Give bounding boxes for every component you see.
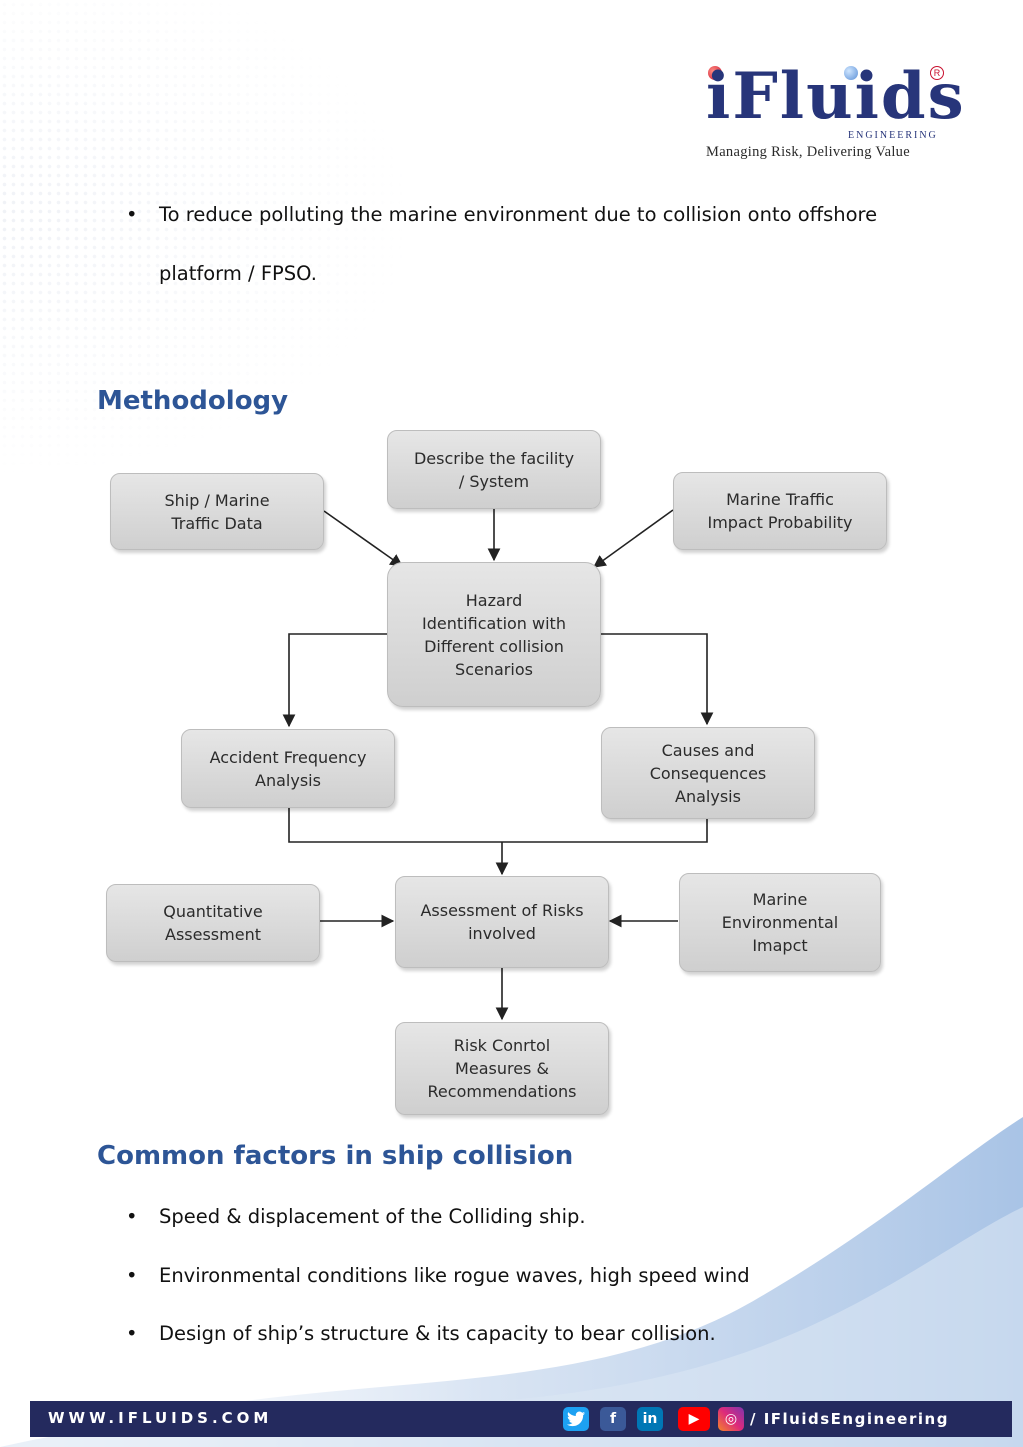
background-dot-pattern xyxy=(0,0,420,480)
box-marine-traffic-impact: Marine Traffic Impact Probability xyxy=(673,472,887,550)
twitter-icon[interactable] xyxy=(563,1407,589,1431)
registered-mark: R xyxy=(930,66,944,80)
bullet-text: To reduce polluting the marine environme… xyxy=(159,203,878,226)
logo-blue-dot xyxy=(844,66,858,80)
section-heading-methodology: Methodology xyxy=(97,386,289,416)
bullet-marker: • xyxy=(126,203,138,226)
footer-website-link[interactable]: WWW.IFLUIDS.COM xyxy=(48,1409,273,1427)
bullet-marker: • xyxy=(126,1205,138,1228)
arrow-traffic-to-hazard xyxy=(592,509,674,568)
company-logo: iFluids R ENGINEERING Managing Risk, Del… xyxy=(700,64,964,164)
box-ship-marine-traffic-data: Ship / Marine Traffic Data xyxy=(110,473,324,550)
footer-bar: WWW.IFLUIDS.COM f in ▶ ◎ / IFluidsEngine… xyxy=(30,1401,1012,1437)
box-causes-consequences: Causes and Consequences Analysis xyxy=(601,727,815,819)
bullet-text: Speed & displacement of the Colliding sh… xyxy=(159,1205,586,1228)
box-marine-environmental-impact: Marine Environmental Imapct xyxy=(679,873,881,972)
linkedin-icon[interactable]: in xyxy=(637,1407,663,1431)
section-heading-common-factors: Common factors in ship collision xyxy=(97,1141,574,1171)
logo-wordmark: iFluids xyxy=(706,59,966,134)
bullet-marker: • xyxy=(126,1264,138,1287)
instagram-icon[interactable]: ◎ xyxy=(718,1407,744,1431)
box-describe-facility: Describe the facility / System xyxy=(387,430,601,509)
box-accident-frequency: Accident Frequency Analysis xyxy=(181,729,395,808)
background-wave xyxy=(0,1117,1023,1447)
box-assessment-of-risks: Assessment of Risks involved xyxy=(395,876,609,968)
logo-red-dot xyxy=(708,66,722,80)
logo-subtitle: ENGINEERING xyxy=(848,130,938,141)
youtube-icon[interactable]: ▶ xyxy=(678,1407,710,1431)
bullet-text: Environmental conditions like rogue wave… xyxy=(159,1264,750,1287)
box-hazard-identification: Hazard Identification with Different col… xyxy=(387,562,601,707)
arrow-hazard-to-accident xyxy=(282,633,387,728)
bullet-text: Design of ship’s structure & its capacit… xyxy=(159,1322,716,1345)
footer-social-handle: / IFluidsEngineering xyxy=(750,1410,949,1428)
bullet-text: platform / FPSO. xyxy=(159,262,317,285)
arrow-hazard-to-causes xyxy=(600,633,714,726)
logo-tagline: Managing Risk, Delivering Value xyxy=(706,144,910,160)
facebook-icon[interactable]: f xyxy=(600,1407,626,1431)
arrow-ship-to-hazard xyxy=(323,510,404,567)
bullet-marker: • xyxy=(126,1322,138,1345)
box-quantitative-assessment: Quantitative Assessment xyxy=(106,884,320,962)
box-risk-control-measures: Risk Conrtol Measures & Recommendations xyxy=(395,1022,609,1115)
